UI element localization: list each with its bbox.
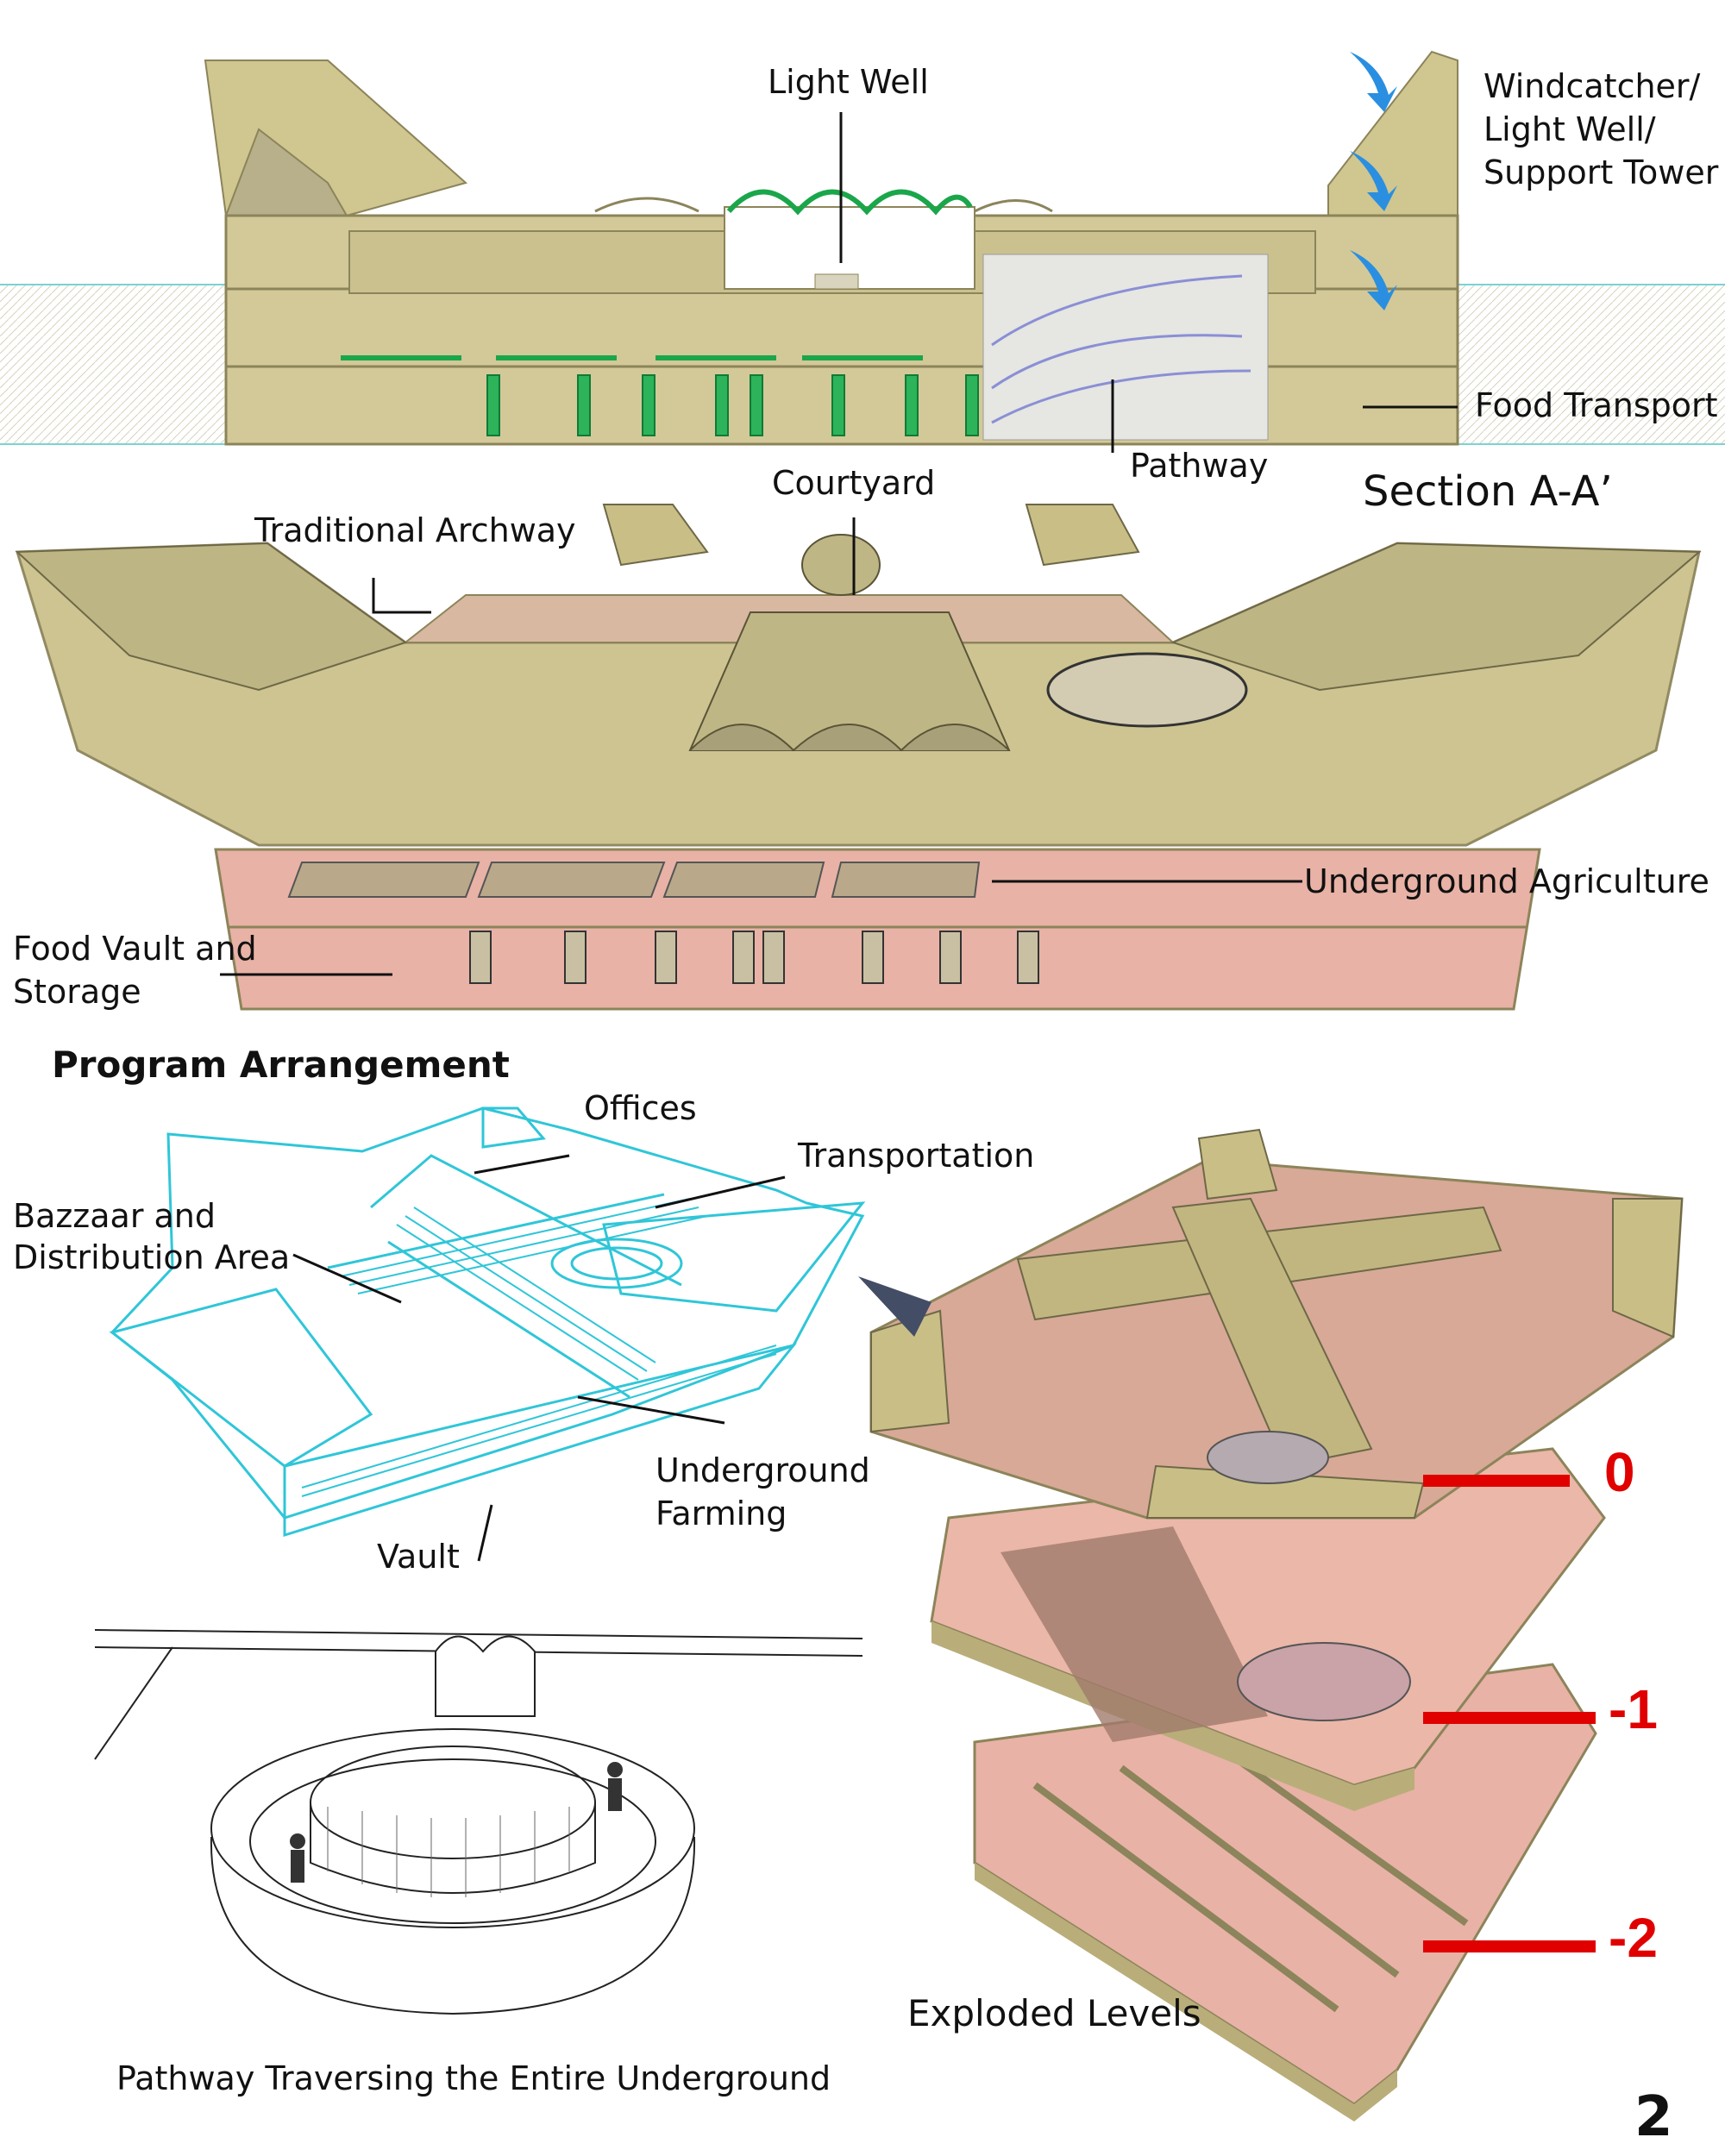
vault-label: Vault — [377, 1538, 460, 1576]
bazaar-label-line1: Bazzaar and — [13, 1197, 216, 1235]
section-title: Section A-A’ — [1363, 467, 1613, 516]
light-well-label: Light Well — [768, 63, 929, 101]
food-transport-label: Food Transport — [1475, 386, 1718, 424]
food-vault-label-line1: Food Vault and — [13, 930, 257, 968]
windcatcher-label-line2: Light Well/ — [1484, 110, 1656, 148]
program-leader-lines — [292, 1154, 786, 1562]
underground-agriculture-label: Underground Agriculture — [1304, 862, 1709, 900]
traditional-archway-label: Traditional Archway — [254, 511, 576, 549]
level-minus2-marker — [1423, 1940, 1596, 1952]
offices-label: Offices — [584, 1089, 697, 1127]
level-minus1-label: -1 — [1609, 1678, 1658, 1740]
windcatcher-label-line1: Windcatcher/ — [1484, 67, 1701, 105]
underground-farming-label-line2: Farming — [656, 1495, 787, 1532]
transportation-label: Transportation — [798, 1137, 1035, 1175]
underground-farming-label-line1: Underground — [656, 1451, 870, 1489]
page-number: 2 — [1634, 2085, 1673, 2149]
section-drawing — [0, 50, 1725, 453]
level-minus2-label: -2 — [1609, 1907, 1658, 1969]
exploded-levels — [858, 1128, 1684, 2122]
program-wireframe — [109, 1106, 866, 1538]
pathway-perspective — [94, 1629, 863, 2015]
pathway-caption: Pathway Traversing the Entire Undergroun… — [116, 2059, 831, 2097]
pathway-label: Pathway — [1130, 447, 1269, 485]
program-arrangement-title: Program Arrangement — [52, 1044, 510, 1086]
exploded-levels-caption: Exploded Levels — [907, 1992, 1201, 2034]
level-0-marker — [1423, 1475, 1570, 1487]
level-minus1-marker — [1423, 1712, 1596, 1724]
courtyard-label: Courtyard — [772, 464, 936, 502]
axonometric-drawing — [15, 504, 1702, 1011]
level-0-label: 0 — [1604, 1441, 1635, 1503]
windcatcher-label-line3: Support Tower — [1484, 154, 1719, 191]
food-vault-label-line2: Storage — [13, 973, 141, 1011]
bazaar-label-line2: Distribution Area — [13, 1238, 291, 1276]
